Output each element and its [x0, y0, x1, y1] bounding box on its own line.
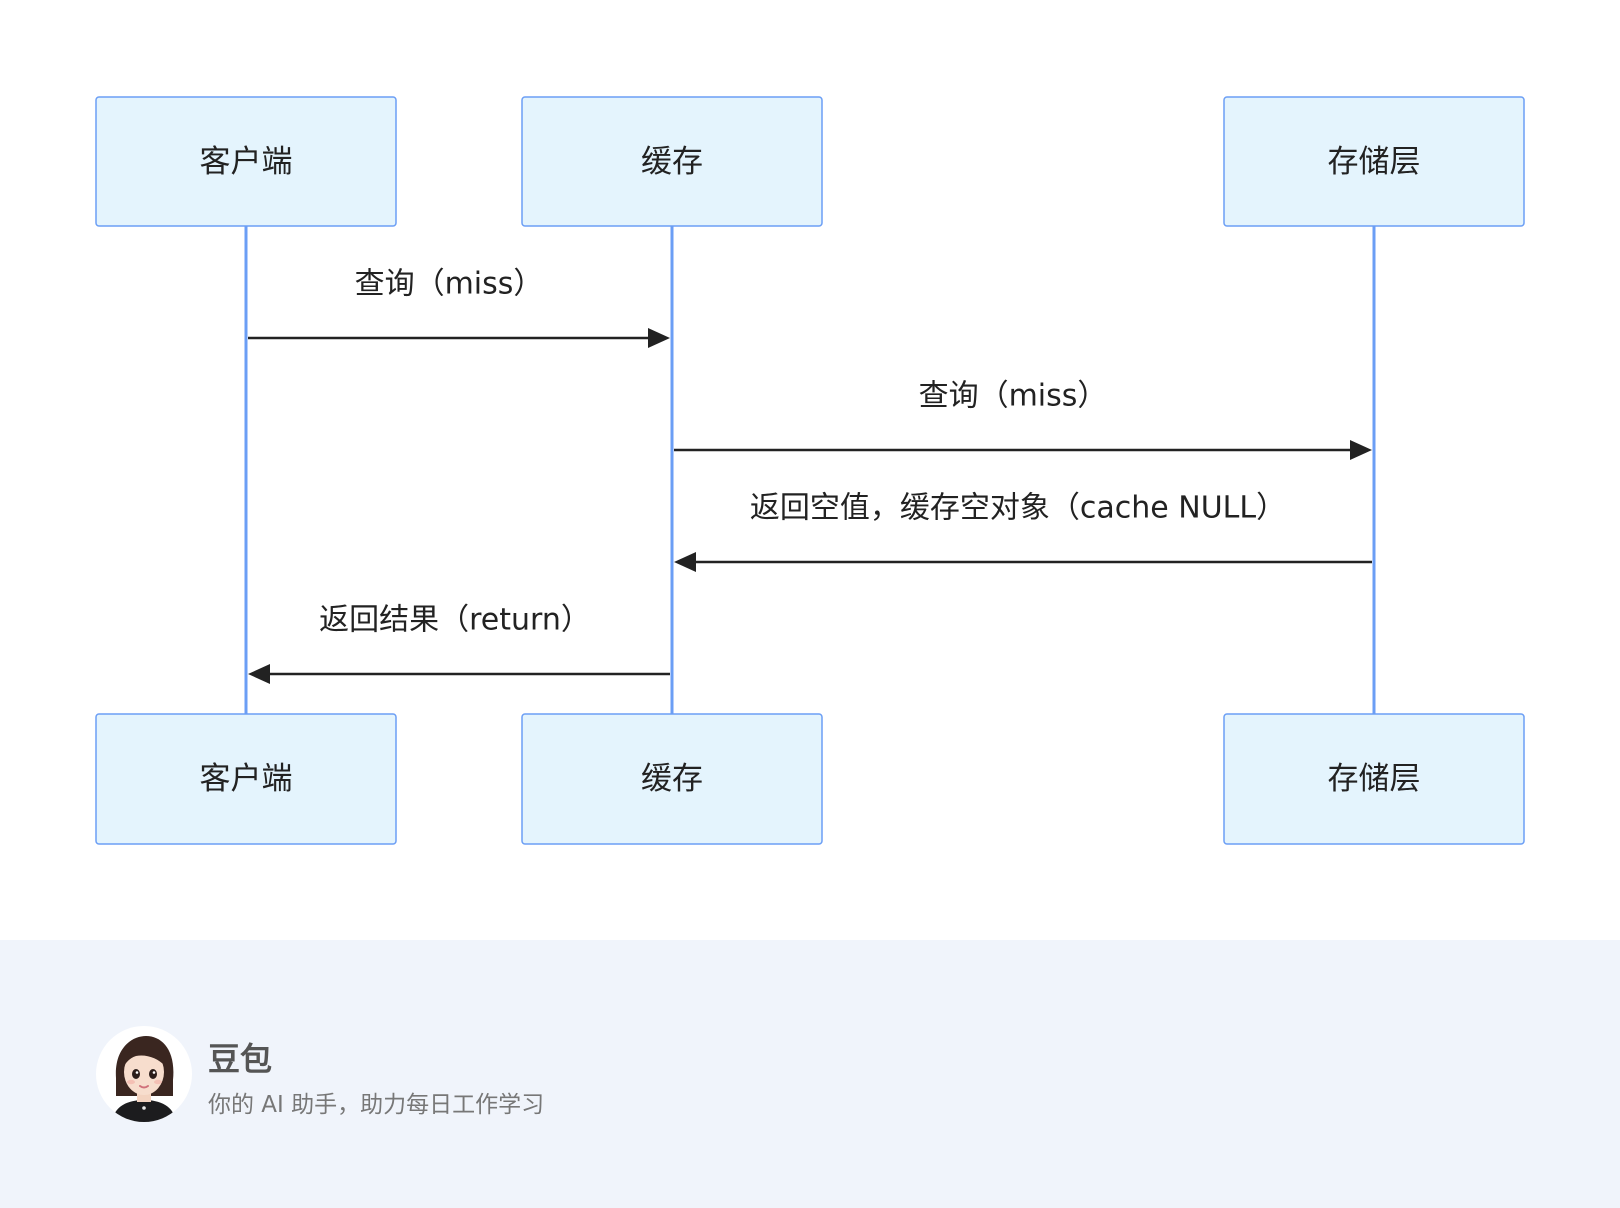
arrow-left-icon: [248, 664, 270, 684]
message-3-label: 返回空值，缓存空对象（cache NULL）: [750, 491, 1286, 526]
arrow-left-icon: [674, 552, 696, 572]
sequence-diagram: 客户端 缓存 存储层 查询（miss） 查询（miss） 返回空值，缓存空对象（…: [95, 96, 1525, 845]
actor-client-bottom-label: 客户端: [200, 761, 293, 797]
avatar-girl-icon: [96, 1026, 192, 1122]
actor-storage-top-label: 存储层: [1328, 144, 1421, 180]
arrow-right-icon: [1350, 440, 1372, 460]
brand-name: 豆包: [208, 1040, 273, 1078]
message-2-label: 查询（miss）: [919, 379, 1108, 414]
actor-client-bottom: 客户端: [95, 713, 397, 845]
footer-watermark: [0, 940, 1620, 1208]
message-4-label: 返回结果（return）: [319, 603, 591, 638]
actor-cache-bottom-label: 缓存: [641, 761, 703, 797]
actor-storage-top: 存储层: [1223, 96, 1525, 227]
message-3: 返回空值，缓存空对象（cache NULL）: [674, 491, 1372, 572]
actor-cache-top-label: 缓存: [641, 144, 703, 180]
message-2: 查询（miss）: [674, 379, 1372, 460]
message-4: 返回结果（return）: [248, 603, 670, 684]
message-1: 查询（miss）: [248, 267, 670, 348]
actor-client-top-label: 客户端: [200, 144, 293, 180]
actor-client-top: 客户端: [95, 96, 397, 227]
actor-cache-top: 缓存: [521, 96, 823, 227]
arrow-right-icon: [648, 328, 670, 348]
actor-storage-bottom-label: 存储层: [1328, 761, 1421, 797]
brand-tagline: 你的 AI 助手，助力每日工作学习: [208, 1092, 545, 1118]
message-1-label: 查询（miss）: [355, 267, 544, 302]
actor-storage-bottom: 存储层: [1223, 713, 1525, 845]
actor-cache-bottom: 缓存: [521, 713, 823, 845]
